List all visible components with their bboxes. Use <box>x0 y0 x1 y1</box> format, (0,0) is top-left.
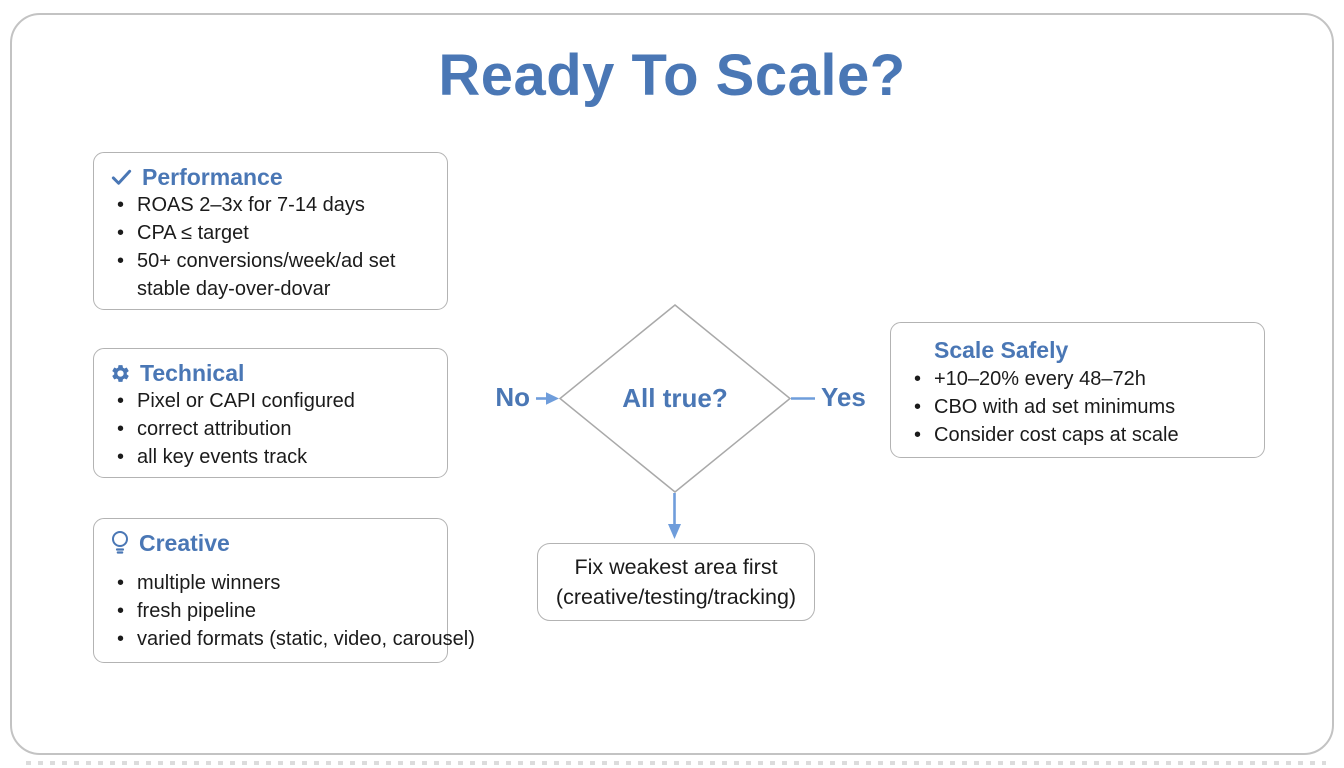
technical-card: Technical Pixel or CAPI configured corre… <box>93 348 448 478</box>
creative-item: multiple winners <box>110 569 431 597</box>
page-title: Ready To Scale? <box>438 43 906 108</box>
technical-card-header: Technical <box>110 359 431 387</box>
fix-weakest-box: Fix weakest area first (creative/testing… <box>537 543 815 621</box>
scale-safely-card: Scale Safely +10–20% every 48–72h CBO wi… <box>890 322 1265 458</box>
decision-label: All true? <box>622 383 728 413</box>
no-branch-label: No <box>495 382 530 412</box>
technical-item: correct attribution <box>110 415 431 443</box>
scale-safely-card-header: Scale Safely <box>907 335 1246 365</box>
scale-safely-item: +10–20% every 48–72h <box>907 365 1246 393</box>
fix-weakest-line1: Fix weakest area first <box>574 555 778 579</box>
performance-item: ROAS 2–3x for 7-14 days <box>110 191 431 219</box>
yes-branch-label: Yes <box>821 382 866 412</box>
creative-card: Creative multiple winners fresh pipeline… <box>93 518 475 663</box>
lightbulb-icon <box>110 530 130 556</box>
creative-card-title: Creative <box>139 529 230 556</box>
performance-card: Performance ROAS 2–3x for 7-14 days CPA … <box>93 152 448 310</box>
scale-safely-item: Consider cost caps at scale <box>907 421 1246 449</box>
scale-safely-list: +10–20% every 48–72h CBO with ad set min… <box>907 365 1246 449</box>
creative-card-header: Creative <box>110 529 431 557</box>
performance-list: ROAS 2–3x for 7-14 days CPA ≤ target 50+… <box>110 191 431 303</box>
performance-card-title: Performance <box>142 163 283 190</box>
gear-icon <box>110 363 131 384</box>
scale-safely-item: CBO with ad set minimums <box>907 393 1246 421</box>
technical-list: Pixel or CAPI configured correct attribu… <box>110 387 431 471</box>
creative-list: multiple winners fresh pipeline varied f… <box>110 569 475 653</box>
check-icon <box>110 166 133 189</box>
fix-weakest-line2: (creative/testing/tracking) <box>555 585 797 609</box>
performance-card-header: Performance <box>110 163 431 191</box>
performance-item: 50+ conversions/week/ad set stable day-o… <box>110 247 431 303</box>
technical-item: all key events track <box>110 443 431 471</box>
technical-card-title: Technical <box>140 359 245 386</box>
creative-item: varied formats (static, video, carousel) <box>110 625 475 653</box>
creative-item: fresh pipeline <box>110 597 431 625</box>
scale-safely-card-title: Scale Safely <box>934 336 1069 363</box>
performance-item: CPA ≤ target <box>110 219 431 247</box>
technical-item: Pixel or CAPI configured <box>110 387 431 415</box>
bottom-artifact-strip <box>26 761 1326 765</box>
